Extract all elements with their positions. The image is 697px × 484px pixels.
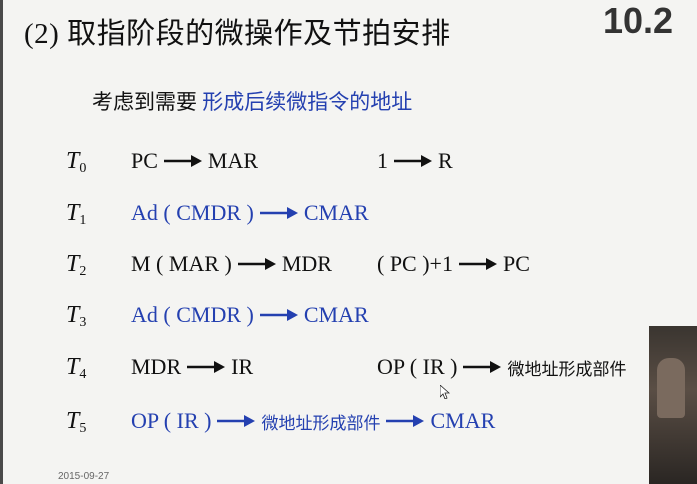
micro-op: M ( MAR ) MDR	[131, 251, 332, 276]
micro-op: Ad ( CMDR ) CMAR	[131, 200, 369, 225]
mouse-cursor-icon	[440, 385, 450, 399]
micro-op: ( PC )+1 PC	[377, 251, 530, 276]
subtitle-prefix: 考虑到需要	[92, 90, 203, 114]
arrow-right-icon	[458, 258, 497, 270]
step-row-t2: T2 M ( MAR ) MDR ( PC )+1 PC	[0, 251, 697, 281]
arrow-right-icon	[187, 361, 226, 373]
arrow-right-icon	[217, 415, 256, 427]
presenter-video	[649, 326, 697, 484]
slide-subtitle: 考虑到需要 形成后续微指令的地址	[92, 86, 412, 116]
step-row-t3: T3 Ad ( CMDR ) CMAR	[0, 302, 697, 332]
presenter-figure	[657, 358, 685, 418]
micro-op: Ad ( CMDR ) CMAR	[131, 302, 369, 327]
arrow-right-icon	[259, 207, 298, 219]
micro-op: 1 R	[377, 148, 453, 173]
subtitle-highlight: 形成后续微指令的地址	[202, 90, 413, 114]
step-row-t0: T0 PC MAR 1 R	[0, 148, 697, 178]
section-number: 10.2	[603, 0, 674, 41]
arrow-right-icon	[463, 361, 502, 373]
step-label: T4	[66, 354, 87, 382]
micro-op: MDR IR	[131, 354, 254, 379]
step-row-t1: T1 Ad ( CMDR ) CMAR	[0, 200, 697, 230]
step-label: T2	[66, 251, 87, 279]
arrow-right-icon	[394, 155, 432, 167]
step-label: T5	[66, 408, 87, 436]
step-label: T3	[66, 302, 87, 330]
arrow-right-icon	[163, 155, 202, 167]
step-label: T0	[66, 148, 87, 176]
left-border	[0, 0, 3, 484]
micro-op: OP ( IR ) 微地址形成部件	[377, 354, 627, 379]
step-label: T1	[66, 200, 87, 228]
step-row-t4: T4 MDR IR OP ( IR ) 微地址形成部件	[0, 354, 697, 384]
micro-op: PC MAR	[131, 148, 259, 173]
arrow-right-icon	[237, 258, 276, 270]
slide-title: (2) 取指阶段的微操作及节拍安排	[24, 18, 451, 50]
step-row-t5: T5 OP ( IR ) 微地址形成部件 CMAR	[0, 408, 697, 438]
arrow-right-icon	[259, 309, 298, 321]
arrow-right-icon	[386, 415, 425, 427]
micro-op: OP ( IR ) 微地址形成部件 CMAR	[131, 408, 496, 433]
slide-date: 2015-09-27	[58, 471, 110, 482]
